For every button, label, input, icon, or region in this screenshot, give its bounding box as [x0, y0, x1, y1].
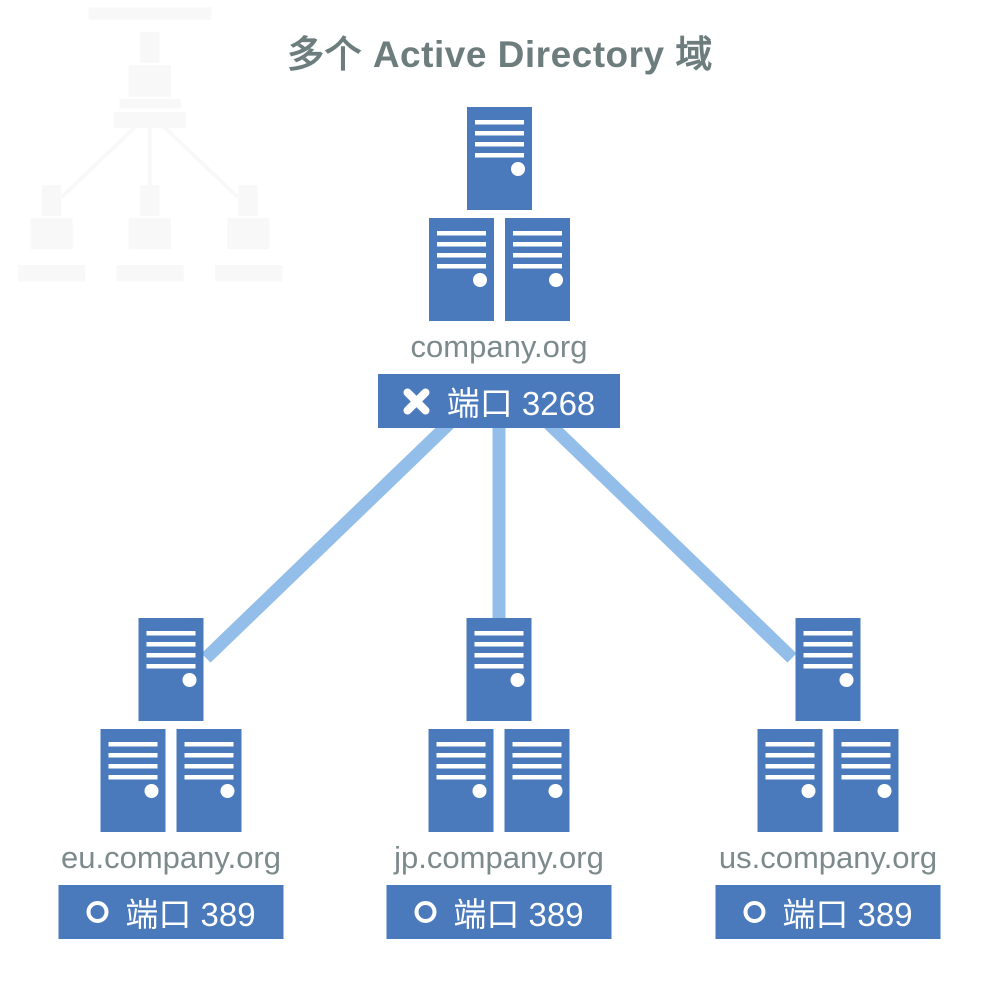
server-icon — [757, 729, 823, 832]
domain-label-company-org: company.org — [410, 329, 588, 364]
server-stripes — [146, 631, 196, 671]
server-icon — [466, 618, 532, 721]
server-icon — [795, 618, 861, 721]
server-stripes — [512, 742, 562, 782]
cluster-company-org: company.org 端口 3268 — [378, 107, 620, 428]
server-dot — [839, 673, 854, 687]
server-stripes — [474, 631, 524, 671]
connector-root-to-us — [538, 413, 797, 663]
server-stripes — [765, 742, 815, 782]
port-badge-389: 端口 389 — [58, 885, 284, 939]
server-dot — [801, 784, 816, 798]
server-stripes — [108, 742, 158, 782]
server-row — [428, 218, 570, 321]
server-icon — [466, 107, 532, 210]
port-label: 端口 389 — [782, 896, 913, 933]
cluster-eu-company-org: eu.company.org 端口 389 — [58, 618, 284, 939]
ring-icon — [86, 901, 109, 923]
server-icon — [176, 729, 242, 832]
server-dot — [510, 673, 525, 687]
server-row — [757, 729, 899, 832]
x-icon — [403, 388, 430, 414]
server-dot — [548, 273, 563, 287]
server-stripes — [841, 742, 891, 782]
server-stripes — [184, 742, 234, 782]
port-badge-3268: 端口 3268 — [378, 374, 620, 428]
port-label: 端口 389 — [125, 896, 256, 933]
port-label: 端口 3268 — [446, 385, 596, 422]
port-label: 端口 389 — [453, 896, 584, 933]
server-dot — [472, 273, 487, 287]
server-dot — [548, 784, 563, 798]
server-dot — [472, 784, 487, 798]
server-icon — [428, 729, 494, 832]
port-badge-389: 端口 389 — [715, 885, 941, 939]
domain-label-jp-company-org: jp.company.org — [394, 840, 604, 875]
port-badge-389: 端口 389 — [386, 885, 612, 939]
server-icon — [833, 729, 899, 832]
server-icon — [138, 618, 204, 721]
server-dot — [144, 784, 159, 798]
connector-root-to-eu — [201, 413, 460, 663]
server-icon — [100, 729, 166, 832]
server-icon — [504, 218, 570, 321]
server-icon — [428, 218, 494, 321]
diagram-title: 多个 Active Directory 域 — [287, 34, 713, 75]
server-row — [428, 729, 570, 832]
server-stripes — [436, 742, 486, 782]
server-stripes — [436, 231, 486, 271]
server-dot — [877, 784, 892, 798]
server-icon — [504, 729, 570, 832]
server-row — [100, 729, 242, 832]
domain-label-us-company-org: us.company.org — [718, 840, 938, 875]
server-stripes — [474, 120, 524, 160]
domain-label-eu-company-org: eu.company.org — [61, 840, 281, 875]
ring-icon — [414, 901, 437, 923]
server-stripes — [512, 231, 562, 271]
server-stripes — [803, 631, 853, 671]
cluster-jp-company-org: jp.company.org 端口 389 — [386, 618, 612, 939]
server-dot — [182, 673, 197, 687]
server-dot — [510, 162, 525, 176]
server-dot — [220, 784, 235, 798]
cluster-us-company-org: us.company.org 端口 389 — [715, 618, 941, 939]
ring-icon — [743, 901, 766, 923]
